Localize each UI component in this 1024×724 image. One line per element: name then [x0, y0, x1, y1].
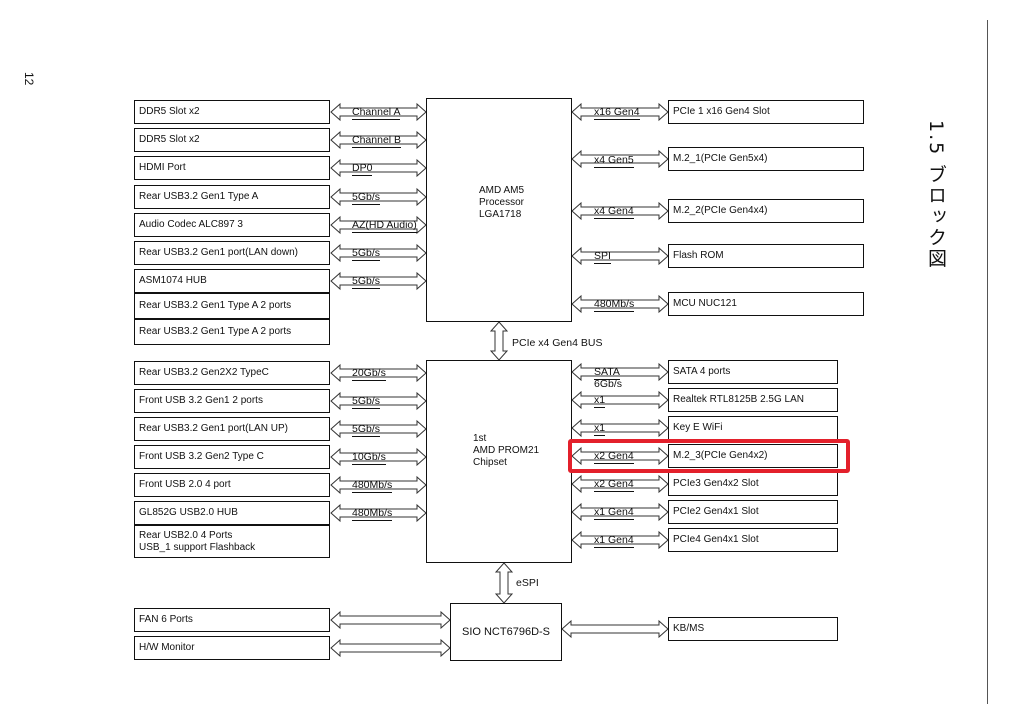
chipset-left-link-1: 20Gb/s — [352, 367, 386, 381]
chipset-right-device-5: PCIe3 Gen4x2 Slot — [668, 472, 838, 496]
processor-line-2: Processor — [479, 197, 525, 208]
cpu-left-link-1: Channel A — [352, 106, 401, 120]
cpu-left-arrow-3 — [330, 158, 427, 178]
sio-right-device-1: KB/MS — [668, 617, 838, 641]
cpu-right-device-5: MCU NUC121 — [668, 292, 864, 316]
cpu-chipset-bus-label: PCIe x4 Gen4 BUS — [512, 337, 603, 349]
cpu-left-link-2: Channel B — [352, 134, 402, 148]
processor-line-1: AMD AM5 — [479, 185, 525, 196]
chipset-right-link-2: x1 — [594, 394, 606, 408]
cpu-right-arrow-4 — [571, 246, 669, 266]
chipset-left-link-2: 5Gb/s — [352, 395, 381, 409]
cpu-left-link-6: 5Gb/s — [352, 247, 381, 261]
usb-hub-child: Rear USB2.0 4 Ports USB_1 support Flashb… — [134, 525, 330, 558]
cpu-left-link-4: 5Gb/s — [352, 191, 381, 205]
hub-child-2: Rear USB3.2 Gen1 Type A 2 ports — [134, 319, 330, 345]
chipset-line-1: 1st — [473, 433, 487, 444]
cpu-left-device-2: DDR5 Slot x2 — [134, 128, 330, 152]
cpu-right-device-2: M.2_1(PCIe Gen5x4) — [668, 147, 864, 171]
cpu-left-link-5: AZ(HD Audio) — [352, 219, 417, 233]
chipset-right-arrow-2 — [571, 390, 669, 410]
chipset-right-device-7: PCIe4 Gen4x1 Slot — [668, 528, 838, 552]
chipset-left-link-6: 480Mb/s — [352, 507, 393, 521]
chipset-left-link-4: 10Gb/s — [352, 451, 386, 465]
chipset-left-link-3: 5Gb/s — [352, 423, 381, 437]
chipset-left-device-5: Front USB 2.0 4 port — [134, 473, 330, 497]
cpu-chipset-bus-arrow — [489, 321, 509, 361]
cpu-left-link-3: DP0 — [352, 162, 373, 176]
cpu-left-device-4: Rear USB3.2 Gen1 Type A — [134, 185, 330, 209]
page-right-rule — [987, 20, 988, 704]
sio-left-arrow-1 — [330, 610, 451, 630]
chipset-sio-bus-arrow — [494, 562, 514, 604]
chipset-right-link-1: SATA — [594, 366, 620, 380]
chipset-right-link-1b: 6Gb/s — [594, 378, 623, 390]
chipset-left-device-1: Rear USB3.2 Gen2X2 TypeC — [134, 361, 330, 385]
sio-left-arrow-2 — [330, 638, 451, 658]
chipset-right-device-1: SATA 4 ports — [668, 360, 838, 384]
cpu-left-device-5: Audio Codec ALC897 3 — [134, 213, 330, 237]
chipset-right-link-5: x2 Gen4 — [594, 478, 634, 492]
hub-child-1: Rear USB3.2 Gen1 Type A 2 ports — [134, 293, 330, 319]
sio-left-device-2: H/W Monitor — [134, 636, 330, 660]
sio-left-device-1: FAN 6 Ports — [134, 608, 330, 632]
chipset-block: 1st AMD PROM21 Chipset — [426, 360, 572, 563]
cpu-right-link-4: SPI — [594, 250, 611, 264]
cpu-left-device-1: DDR5 Slot x2 — [134, 100, 330, 124]
sio-block: SIO NCT6796D-S — [450, 603, 562, 661]
chipset-line-2: AMD PROM21 — [473, 445, 540, 456]
chipset-right-link-6: x1 Gen4 — [594, 506, 634, 520]
chipset-right-link-3: x1 — [594, 422, 606, 436]
usb-hub-child-line-1: Rear USB2.0 4 Ports — [139, 530, 233, 541]
chipset-right-device-6: PCIe2 Gen4x1 Slot — [668, 500, 838, 524]
chipset-sio-bus-label: eSPI — [516, 577, 539, 589]
chipset-left-device-3: Rear USB3.2 Gen1 port(LAN UP) — [134, 417, 330, 441]
usb-hub-child-line-2: USB_1 support Flashback — [139, 541, 256, 553]
chipset-left-link-5: 480Mb/s — [352, 479, 393, 493]
sio-label: SIO NCT6796D-S — [461, 626, 551, 638]
cpu-right-device-1: PCIe 1 x16 Gen4 Slot — [668, 100, 864, 124]
processor-line-3: LGA1718 — [479, 209, 522, 220]
cpu-left-device-6: Rear USB3.2 Gen1 port(LAN down) — [134, 241, 330, 265]
chipset-right-device-2: Realtek RTL8125B 2.5G LAN — [668, 388, 838, 412]
chipset-left-device-6: GL852G USB2.0 HUB — [134, 501, 330, 525]
chipset-right-device-4: M.2_3(PCIe Gen4x2) — [668, 444, 838, 468]
chipset-right-arrow-3 — [571, 418, 669, 438]
cpu-right-link-3: x4 Gen4 — [594, 205, 634, 219]
sio-right-arrow-1 — [561, 619, 669, 639]
processor-block: AMD AM5 Processor LGA1718 — [426, 98, 572, 322]
chipset-right-device-3: Key E WiFi — [668, 416, 838, 440]
chipset-left-device-4: Front USB 3.2 Gen2 Type C — [134, 445, 330, 469]
section-title: 1.5 ブロック図 — [925, 120, 947, 270]
cpu-right-device-3: M.2_2(PCIe Gen4x4) — [668, 199, 864, 223]
cpu-right-link-5: 480Mb/s — [594, 298, 635, 312]
cpu-right-device-4: Flash ROM — [668, 244, 864, 268]
cpu-right-link-2: x4 Gen5 — [594, 154, 634, 168]
cpu-right-link-1: x16 Gen4 — [594, 106, 640, 120]
chipset-left-device-2: Front USB 3.2 Gen1 2 ports — [134, 389, 330, 413]
cpu-left-device-3: HDMI Port — [134, 156, 330, 180]
chipset-line-3: Chipset — [473, 457, 507, 468]
cpu-left-link-7: 5Gb/s — [352, 275, 381, 289]
chipset-right-link-7: x1 Gen4 — [594, 534, 634, 548]
m2-3-highlight — [568, 439, 850, 473]
chipset-right-link-4: x2 Gen4 — [594, 450, 634, 464]
cpu-left-device-7: ASM1074 HUB — [134, 269, 330, 293]
